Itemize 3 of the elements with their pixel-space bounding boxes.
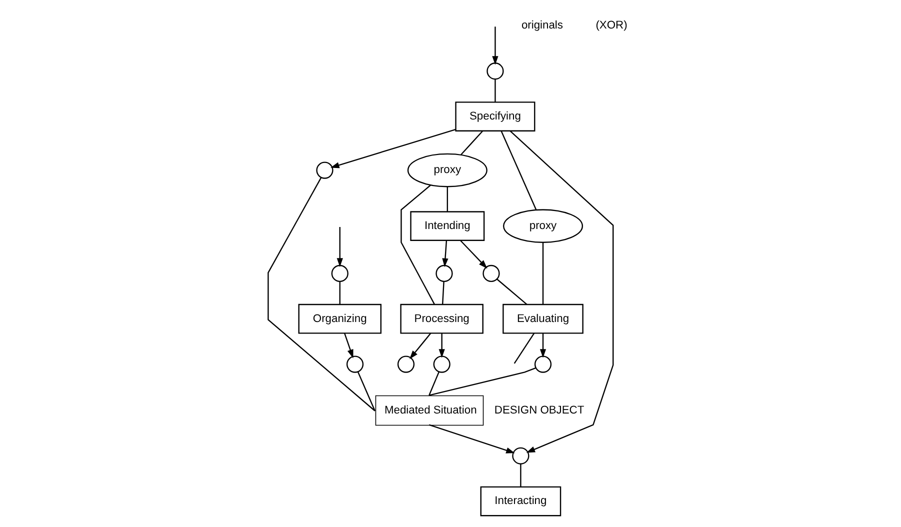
label: originals — [520, 20, 562, 32]
label: (XOR) — [595, 20, 627, 32]
node-label: DESIGN OBJECT — [494, 404, 584, 416]
